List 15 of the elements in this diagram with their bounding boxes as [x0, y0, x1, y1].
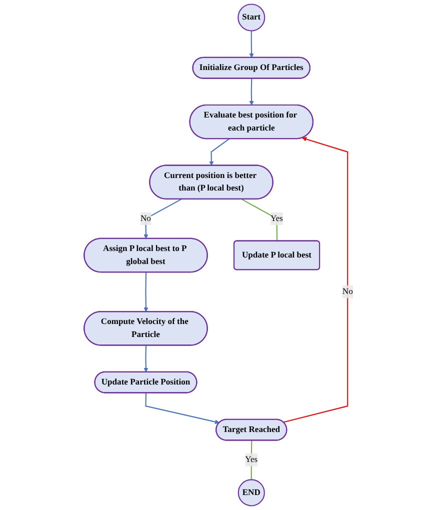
edge-label: Yes: [245, 455, 258, 464]
arrow: [249, 30, 254, 58]
arrow: [209, 138, 230, 166]
edge-label: No: [342, 286, 353, 296]
arrow: [283, 136, 348, 423]
node-circle: END: [238, 479, 265, 506]
node-circle: Start: [238, 4, 266, 32]
arrow: [249, 78, 254, 106]
edge-label: No: [140, 214, 151, 223]
arrow: [144, 345, 148, 372]
edge-label: Yes: [270, 214, 283, 223]
arrow: [145, 392, 220, 424]
connector: [241, 198, 278, 242]
arrow: [144, 272, 148, 312]
arrow: [144, 198, 182, 239]
